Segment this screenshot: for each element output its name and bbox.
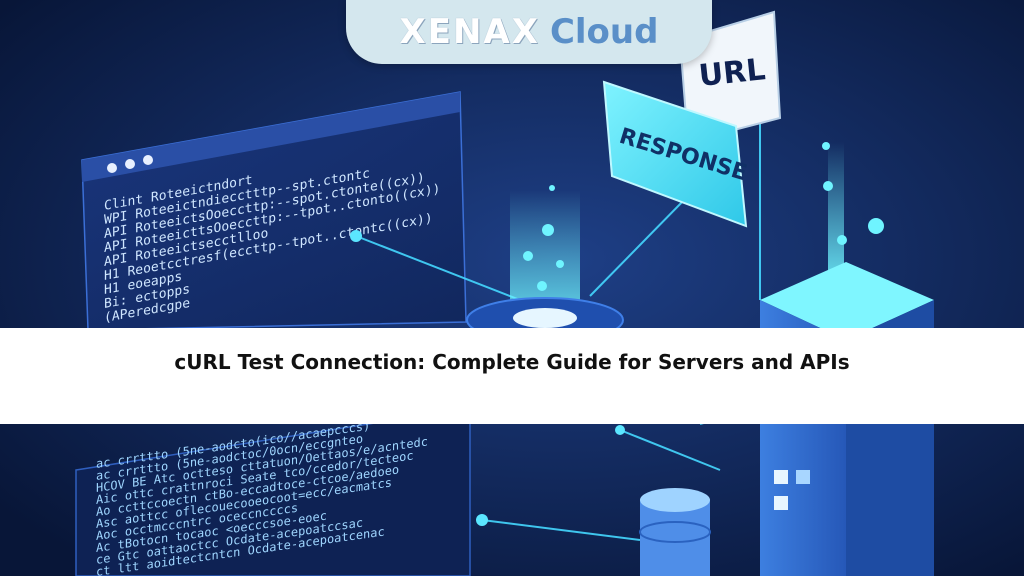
window-dot-icon: [143, 155, 153, 165]
title-banner: cURL Test Connection: Complete Guide for…: [0, 328, 1024, 424]
window-dot-icon: [107, 163, 117, 173]
page-title: cURL Test Connection: Complete Guide for…: [174, 350, 850, 374]
window-dot-icon: [125, 159, 135, 169]
url-tag-label: URL: [697, 52, 767, 94]
response-tag: RESPONSE: [602, 80, 750, 228]
node-dot-icon: [615, 425, 625, 435]
network-connectors: [355, 120, 761, 541]
brand-logo: XENAX Cloud: [346, 0, 712, 64]
brand-name-xenax: XENAX: [399, 12, 540, 52]
brand-name-cloud: Cloud: [549, 12, 659, 52]
database-icon: [639, 488, 711, 576]
node-dot-icon: [350, 230, 362, 242]
node-dot-icon: [476, 514, 488, 526]
